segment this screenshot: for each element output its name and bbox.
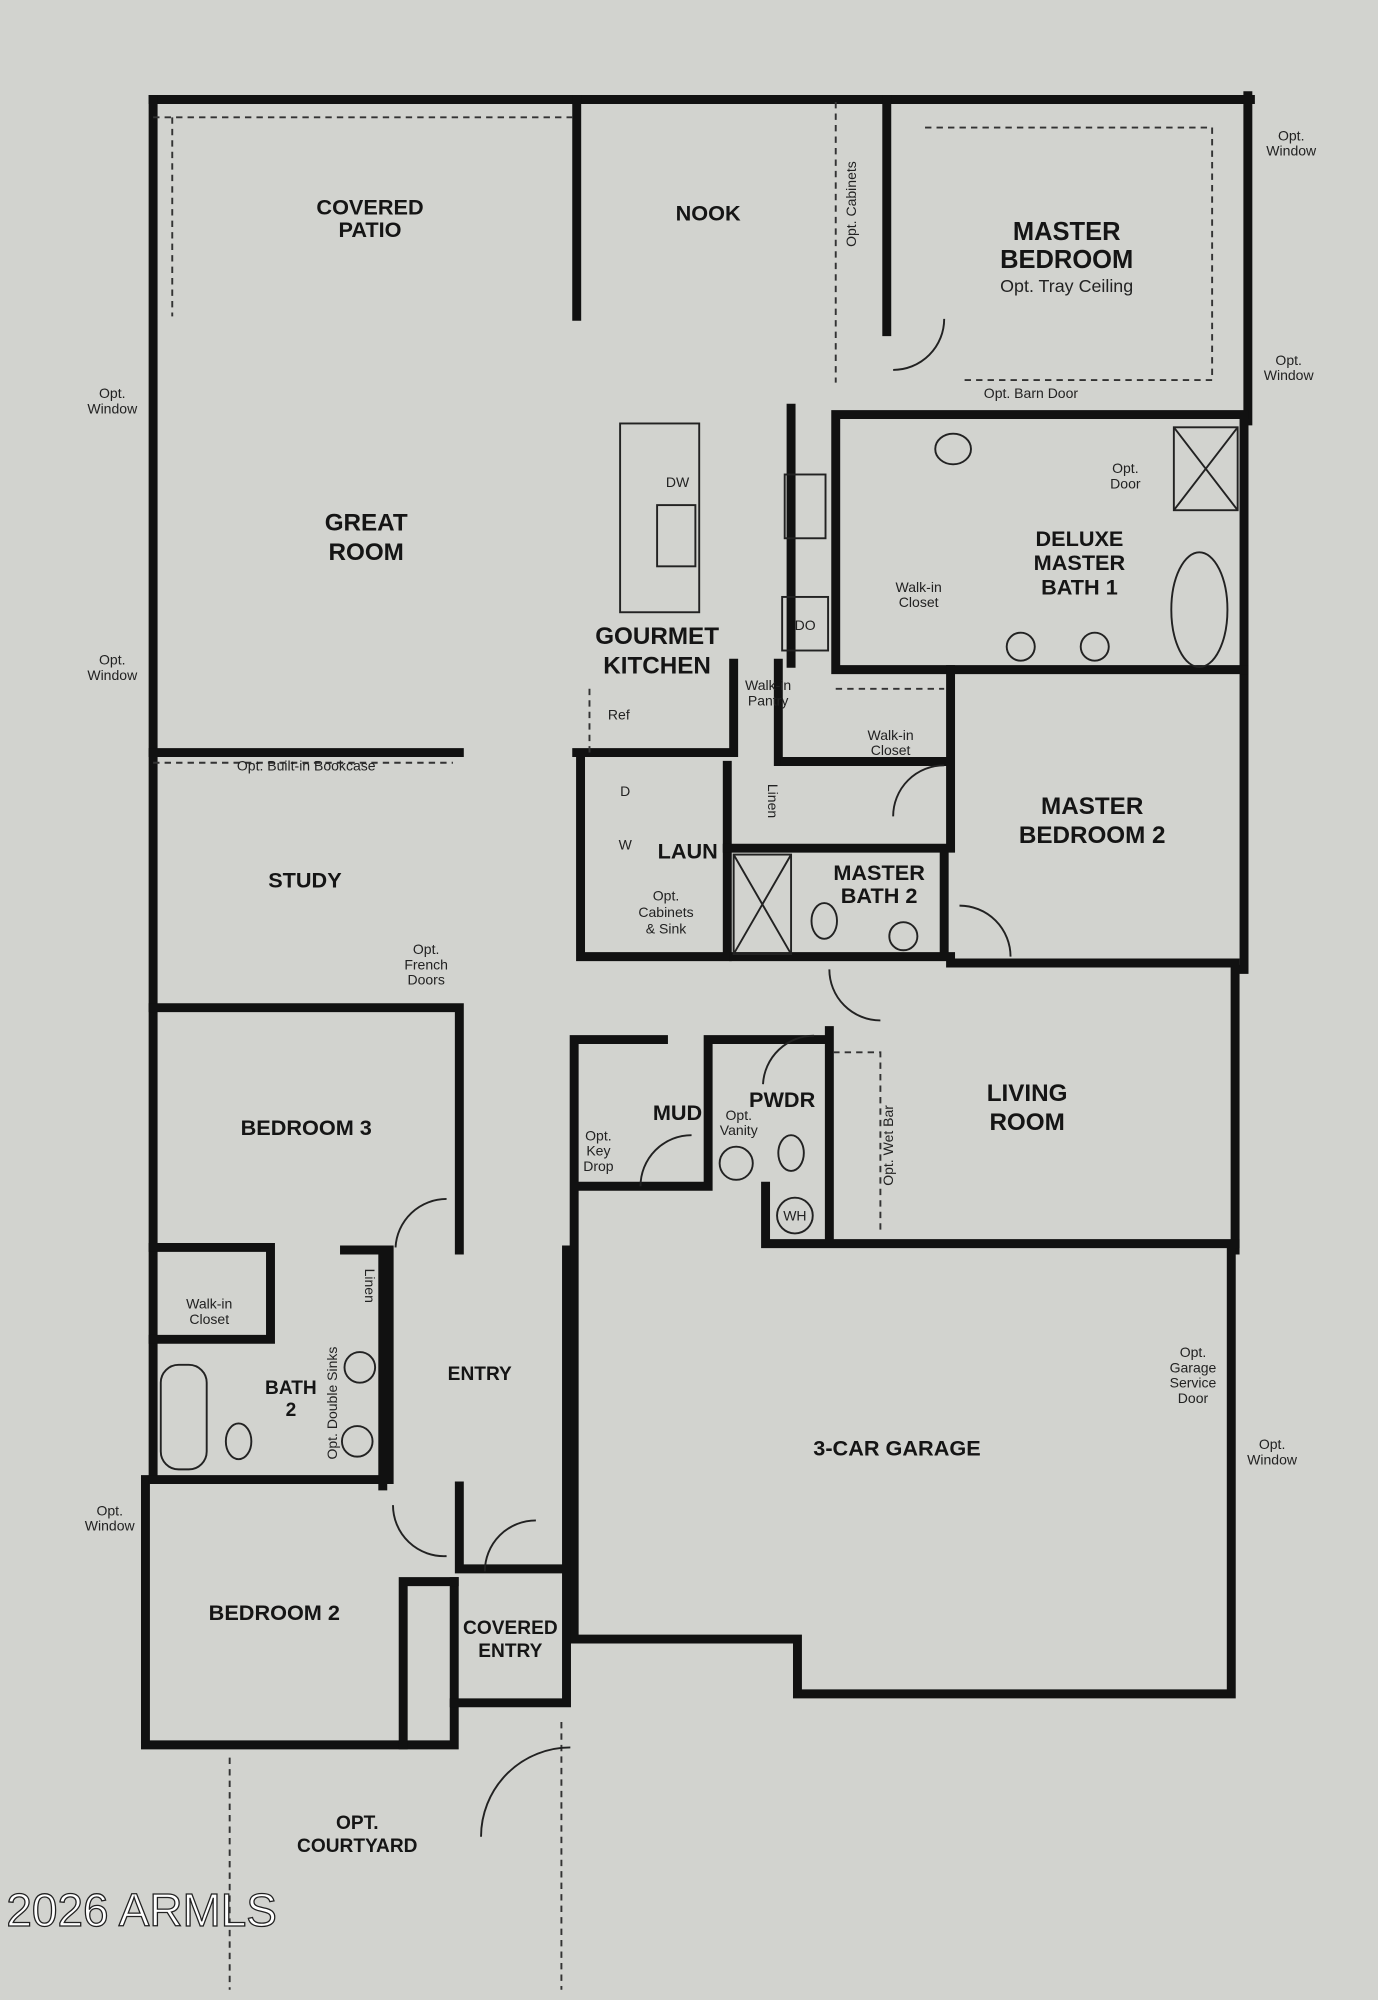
note-wet-bar: Opt. Wet Bar [880, 1105, 896, 1186]
label-nook: NOOK [676, 201, 741, 226]
note-cabinets-sink: Opt.Cabinets& Sink [638, 888, 693, 937]
note-opt-door: Opt.Door [1110, 460, 1141, 491]
note-ref: Ref [608, 706, 630, 722]
notes: Opt. Cabinets Opt.Window Opt.Window Opt.… [85, 127, 1317, 1533]
note-opt-vanity: Opt.Vanity [720, 1107, 758, 1138]
note-opt-window: Opt.Window [1247, 1436, 1298, 1467]
label-bedroom-3: BEDROOM 3 [241, 1115, 372, 1140]
note-dishwasher: DW [666, 474, 690, 490]
note-double-oven: DO [795, 617, 816, 633]
note-opt-window: Opt.Window [1264, 352, 1315, 383]
fixtures [153, 102, 1239, 1990]
label-entry: ENTRY [448, 1364, 512, 1385]
label-garage: 3-CAR GARAGE [813, 1435, 980, 1460]
label-study: STUDY [268, 868, 342, 893]
note-bookcase: Opt. Built-in Bookcase [237, 757, 376, 773]
note-linen: Linen [765, 784, 781, 818]
label-laundry: LAUN [658, 838, 718, 863]
note-opt-window: Opt.Window [87, 652, 138, 683]
label-bedroom-2: BEDROOM 2 [209, 1600, 340, 1625]
note-double-sinks: Opt. Double Sinks [324, 1347, 340, 1460]
note-dryer: D [620, 783, 630, 799]
walls [140, 91, 1255, 1750]
label-mud: MUD [653, 1100, 702, 1125]
note-water-heater: WH [783, 1208, 806, 1224]
watermark: 2026 ARMLS [6, 1884, 277, 1936]
note-barn-door: Opt. Barn Door [984, 385, 1079, 401]
note-opt-window: Opt.Window [87, 385, 138, 416]
note-washer: W [619, 836, 633, 852]
note-opt-window: Opt.Window [1266, 127, 1317, 158]
note-linen: Linen [362, 1269, 378, 1303]
label-powder: PWDR [749, 1087, 816, 1112]
label-courtyard: OPT.COURTYARD [297, 1813, 418, 1857]
note-opt-window: Opt.Window [85, 1502, 136, 1533]
note-opt-cabinets: Opt. Cabinets [843, 161, 859, 247]
